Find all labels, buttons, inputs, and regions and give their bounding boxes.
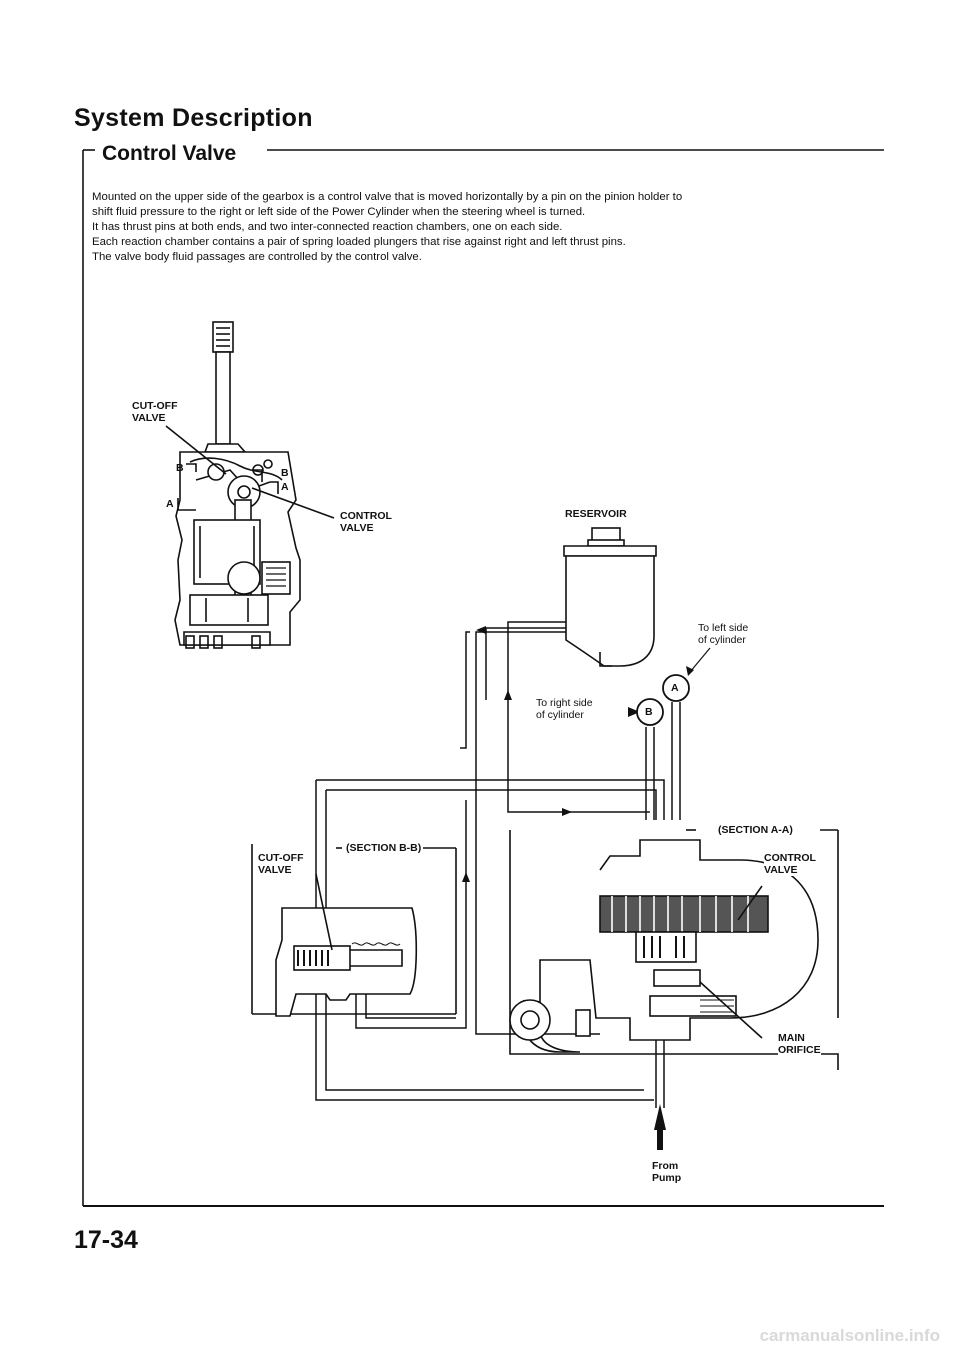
label-reservoir: RESERVOIR: [565, 508, 627, 520]
label-control-valve-box: CONTROL VALVE: [764, 852, 816, 876]
label-section-aa: (SECTION A-A): [716, 824, 795, 836]
intro-line: shift fluid pressure to the right or lef…: [92, 206, 586, 218]
page-number: 17-34: [74, 1226, 138, 1254]
label-to-right-side: To right side of cylinder: [536, 697, 593, 721]
section-mark-a-left: A: [166, 498, 174, 510]
marker-a-circle: [662, 674, 690, 702]
section-mark-b-right: B: [281, 467, 289, 479]
section-mark-b-left: B: [176, 462, 184, 474]
label-main-orifice: MAIN ORIFICE: [778, 1032, 821, 1056]
label-cutoff-valve-top: CUT-OFF VALVE: [132, 400, 178, 424]
intro-line: Mounted on the upper side of the gearbox…: [92, 191, 683, 203]
reservoir-illustration: [563, 527, 657, 667]
section-title: Control Valve: [100, 142, 243, 166]
marker-a-label: A: [671, 682, 679, 694]
label-from-pump: From Pump: [652, 1160, 682, 1184]
gearbox-illustration: [165, 321, 335, 649]
flow-arrows: [462, 626, 666, 1150]
watermark: carmanualsonline.info: [759, 1326, 940, 1345]
label-cutoff-valve-box: CUT-OFF VALVE: [258, 852, 304, 876]
label-to-left-side: To left side of cylinder: [698, 622, 749, 646]
section-aa-box: [509, 829, 839, 1070]
intro-line: The valve body fluid passages are contro…: [92, 251, 422, 263]
intro-text: Mounted on the upper side of the gearbox…: [92, 190, 892, 265]
section-bb-box: [251, 844, 457, 1017]
label-control-valve-top: CONTROL VALVE: [340, 510, 392, 534]
marker-b-circle: [636, 698, 664, 726]
marker-b-label: B: [645, 706, 653, 718]
label-section-bb: (SECTION B-B): [344, 842, 424, 854]
hydraulic-lines: [315, 621, 681, 1108]
intro-line: Each reaction chamber contains a pair of…: [92, 236, 626, 248]
intro-line: It has thrust pins at both ends, and two…: [92, 221, 563, 233]
page-title: System Description: [74, 104, 313, 132]
section-mark-a-right: A: [281, 481, 289, 493]
